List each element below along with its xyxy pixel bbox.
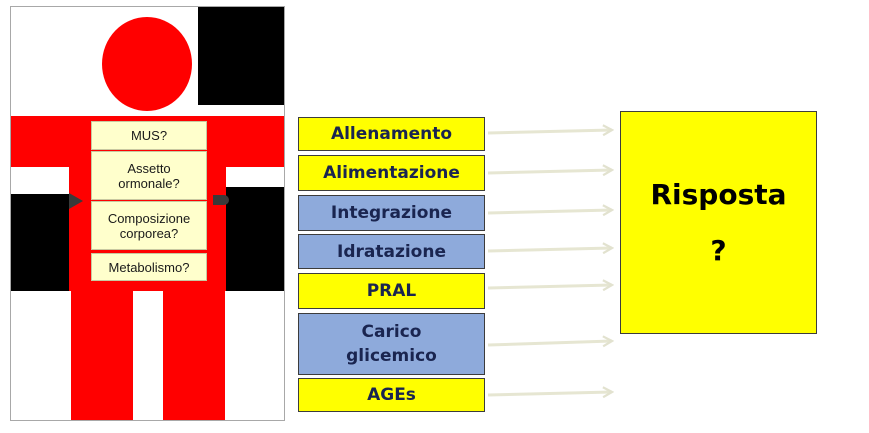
left-pointer-icon bbox=[69, 193, 83, 209]
factor-label: Carico glicemico bbox=[346, 322, 437, 366]
factor-label: Allenamento bbox=[330, 124, 453, 144]
response-box: Risposta ? bbox=[620, 111, 817, 334]
response-title: Risposta bbox=[650, 178, 787, 211]
factor-allenamento: Allenamento bbox=[298, 117, 485, 151]
figure-head bbox=[102, 17, 192, 111]
note-text: MUS? bbox=[130, 128, 168, 143]
note-text: Assetto ormonale? bbox=[118, 160, 180, 191]
note-text: Composizione corporea? bbox=[107, 210, 191, 241]
factor-label: PRAL bbox=[366, 281, 417, 301]
note-composizione: Composizione corporea? bbox=[91, 201, 207, 250]
factor-idratazione: Idratazione bbox=[298, 234, 485, 269]
shadow-left-arm bbox=[11, 194, 69, 291]
note-assetto: Assetto ormonale? bbox=[91, 151, 207, 200]
note-metabolismo: Metabolismo? bbox=[91, 253, 207, 281]
arrow-alimentazione bbox=[487, 170, 612, 173]
factor-alimentazione: Alimentazione bbox=[298, 155, 485, 191]
arrow-allenamento bbox=[487, 130, 612, 133]
factor-label: Idratazione bbox=[337, 241, 446, 262]
shadow-right-arm bbox=[225, 187, 284, 291]
figure-left-leg bbox=[71, 282, 133, 420]
factor-label: Alimentazione bbox=[323, 163, 460, 183]
factor-label: Integrazione bbox=[330, 203, 453, 223]
human-figure-panel: MUS? Assetto ormonale? Composizione corp… bbox=[10, 6, 285, 421]
arrow-pral bbox=[487, 285, 612, 288]
arrow-idratazione bbox=[487, 248, 612, 251]
response-question: ? bbox=[710, 234, 727, 267]
note-text: Metabolismo? bbox=[108, 259, 190, 275]
factor-carico-glicemico: Carico glicemico bbox=[298, 313, 485, 375]
factor-ages: AGEs bbox=[298, 378, 485, 412]
arrow-ages bbox=[487, 392, 612, 395]
arrow-carico-glicemico bbox=[487, 341, 612, 345]
shadow-head bbox=[198, 7, 284, 105]
factor-pral: PRAL bbox=[298, 273, 485, 309]
figure-right-leg bbox=[163, 282, 225, 420]
factor-integrazione: Integrazione bbox=[298, 195, 485, 231]
note-mus: MUS? bbox=[91, 121, 207, 150]
factor-label: AGEs bbox=[367, 385, 416, 405]
right-pointer-icon bbox=[213, 195, 229, 205]
arrow-integrazione bbox=[487, 210, 612, 213]
